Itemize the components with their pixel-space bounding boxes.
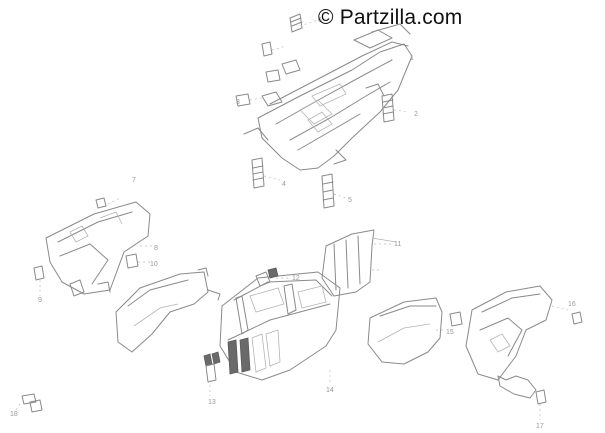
callout-7: 7 (132, 177, 136, 184)
callout-12: 12 (292, 275, 300, 282)
callout-13: 13 (208, 399, 216, 406)
rear-frame[interactable] (243, 23, 413, 171)
callout-numbers: 1 2 3 4 5 6 7 8 9 10 11 12 13 14 15 16 1… (10, 17, 576, 430)
callout-3: 3 (236, 99, 240, 106)
callout-10: 10 (150, 261, 158, 268)
callout-8: 8 (154, 245, 158, 252)
left-lower-cover[interactable] (115, 267, 221, 353)
bottom-left-hardware[interactable] (15, 393, 43, 413)
callout-14: 14 (326, 387, 334, 394)
callout-6: 6 (318, 17, 322, 24)
callout-15: 15 (446, 329, 454, 336)
callout-18: 18 (10, 411, 18, 418)
right-middle-cover[interactable] (367, 297, 463, 365)
battery-box[interactable] (203, 267, 341, 396)
callout-1: 1 (410, 55, 414, 62)
callout-17: 17 (536, 423, 544, 430)
callout-4: 4 (282, 181, 286, 188)
callout-2: 2 (414, 111, 418, 118)
callout-16: 16 (568, 301, 576, 308)
partzilla-watermark: © Partzilla.com (318, 6, 463, 29)
left-side-cover[interactable] (33, 197, 152, 297)
rear-fender-panel[interactable] (321, 229, 397, 297)
callout-11: 11 (394, 241, 401, 248)
callout-5: 5 (348, 197, 352, 204)
frame-hardware[interactable] (235, 13, 409, 209)
callout-9: 9 (38, 297, 42, 304)
right-side-cover[interactable] (465, 285, 583, 420)
